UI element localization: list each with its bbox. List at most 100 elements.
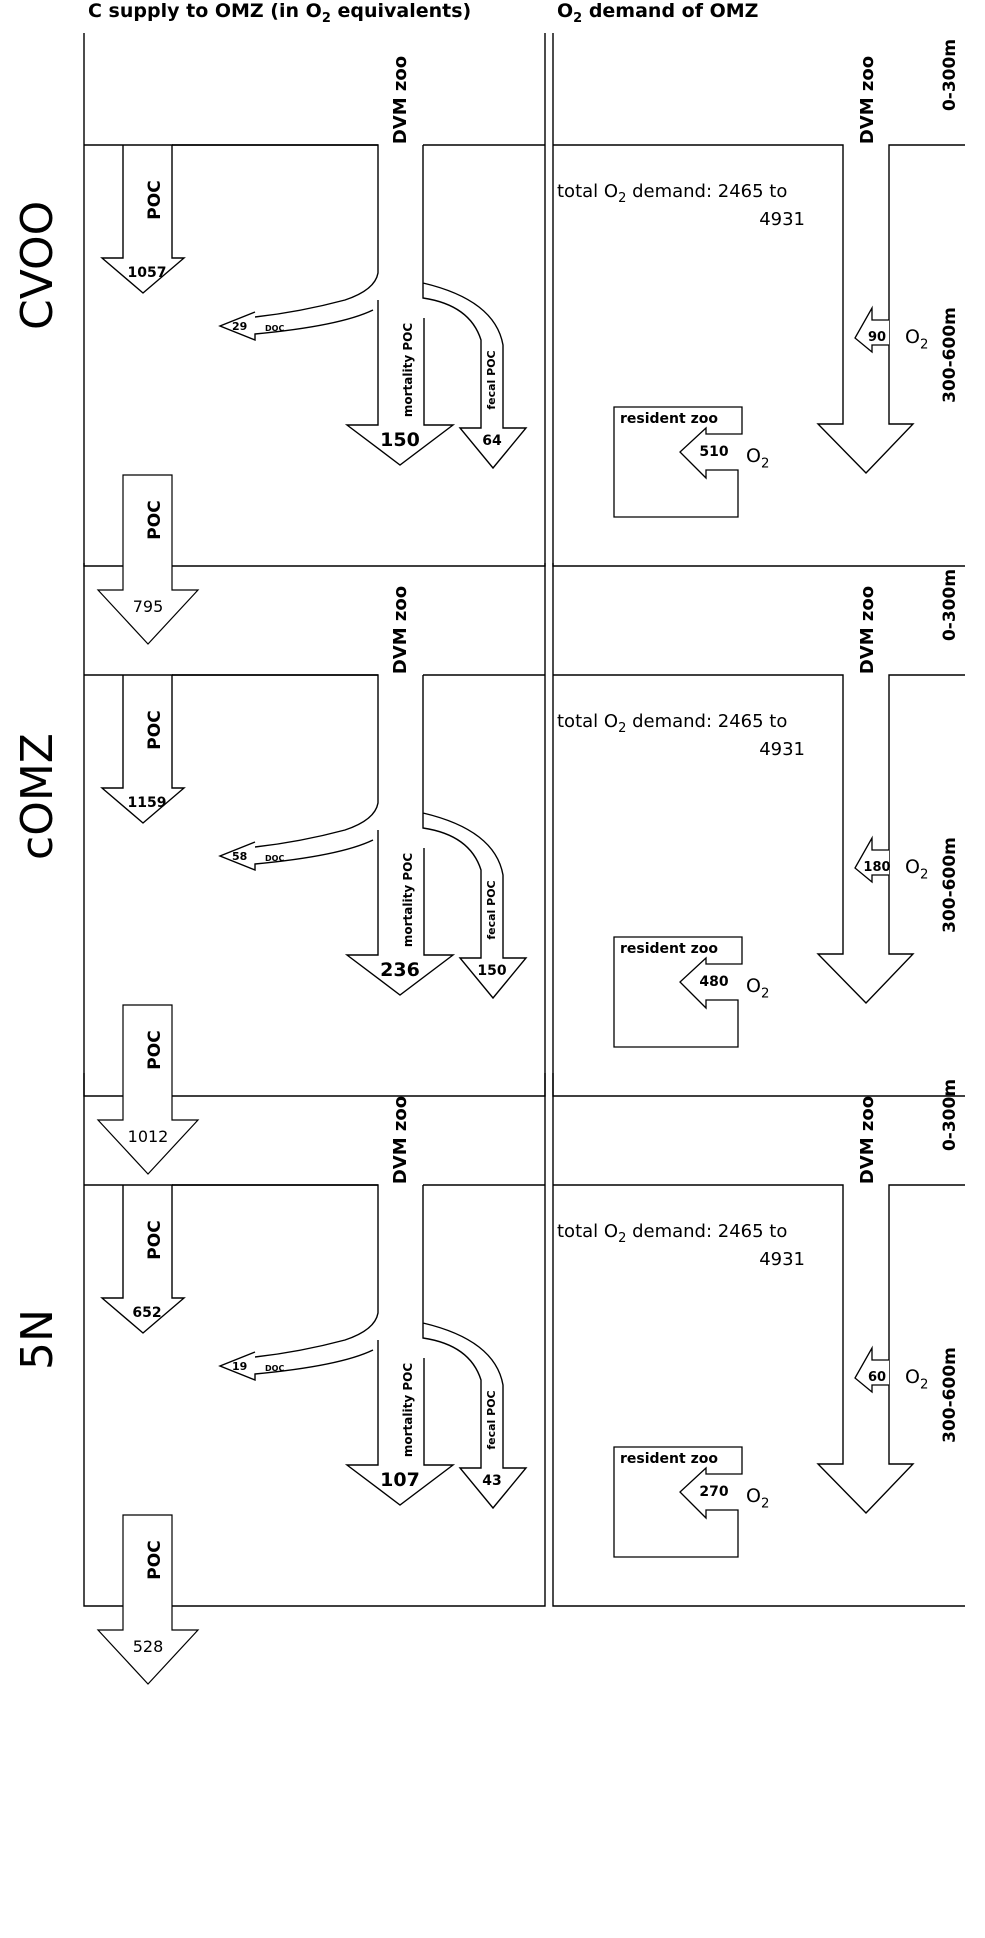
- site-label: CVOO: [12, 200, 63, 330]
- doc-label: DOC: [265, 324, 284, 333]
- mortality-poc-arrow: [344, 1340, 456, 1506]
- depth-lower-label: 300-600m: [940, 307, 960, 403]
- poc-input-label: POC: [145, 180, 165, 219]
- poc-input-arrow: [84, 1184, 186, 1334]
- dvm-zoo-label-right: DVM zoo: [857, 56, 878, 144]
- depth-lower-label: 300-600m: [940, 837, 960, 933]
- poc-output-label: POC: [145, 1540, 165, 1579]
- poc-output-value: 1012: [128, 1127, 169, 1146]
- dvm-fill-top: [172, 1185, 378, 1378]
- poc-output-label: POC: [145, 500, 165, 539]
- header-c-supply: C supply to OMZ (in O2 equivalents): [88, 0, 472, 26]
- poc-output-arrow: [96, 474, 200, 645]
- dvm-o2-symbol-letter: O: [905, 1366, 920, 1388]
- dvm-o2-pointer: [854, 1345, 889, 1394]
- doc-label: DOC: [265, 854, 284, 863]
- dvm-fill-top: [172, 675, 378, 868]
- dvm-o2-symbol-sub: 2: [920, 1378, 928, 1393]
- fecal-poc-value: 43: [482, 1473, 501, 1489]
- poc-output-value: 528: [133, 1637, 164, 1656]
- total-demand-line1: total O2 demand: 2465 to: [557, 1221, 787, 1246]
- resident-o2-value: 480: [699, 974, 728, 990]
- dvm-o2-value: 180: [863, 860, 890, 875]
- dvm-zoo-label-left: DVM zoo: [390, 1096, 411, 1184]
- total-demand-line1: total O2 demand: 2465 to: [557, 181, 787, 206]
- site-label: 5N: [12, 1309, 63, 1370]
- doc-arrow-fill: [220, 290, 388, 342]
- dvm-o2-descent-arrow: [553, 674, 965, 1005]
- mortality-poc-label: mortality POC: [401, 853, 415, 947]
- doc-value: 58: [232, 850, 247, 863]
- resident-o2-value: 510: [699, 444, 728, 460]
- dvm-o2-symbol-sub: 2: [920, 338, 928, 353]
- dvm-zoo-label-left: DVM zoo: [390, 56, 411, 144]
- poc-output-arrow: [96, 1514, 200, 1685]
- resident-o2-symbol: O2: [746, 445, 769, 472]
- fecal-poc-label: fecal POC: [485, 350, 498, 409]
- resident-o2-symbol-sub: 2: [761, 987, 769, 1002]
- dvm-fill-top: [172, 145, 378, 338]
- resident-o2-symbol: O2: [746, 1485, 769, 1512]
- dvm-o2-symbol-letter: O: [905, 326, 920, 348]
- doc-value: 29: [232, 320, 247, 333]
- doc-arrow: [218, 309, 374, 342]
- resident-o2-symbol-letter: O: [746, 975, 761, 997]
- mortality-poc-label: mortality POC: [401, 1363, 415, 1457]
- mortality-poc-value: 107: [380, 1469, 420, 1491]
- dvm-zoo-label-right: DVM zoo: [857, 586, 878, 674]
- fecal-poc-label: fecal POC: [485, 1390, 498, 1449]
- total-demand-prefix: total O: [557, 181, 618, 202]
- mortality-poc-label: mortality POC: [401, 323, 415, 417]
- c-supply-box: [83, 563, 546, 1097]
- resident-zoo-label: resident zoo: [620, 941, 718, 957]
- fecal-fill: [420, 675, 522, 995]
- resident-o2-symbol-sub: 2: [761, 1497, 769, 1512]
- depth-upper-label: 0-300m: [940, 39, 960, 111]
- resident-o2-symbol-letter: O: [746, 1485, 761, 1507]
- dvm-o2-descent-arrow: [553, 144, 965, 475]
- resident-o2-symbol: O2: [746, 975, 769, 1002]
- dvm-o2-symbol-letter: O: [905, 856, 920, 878]
- dvm-left-outline: [172, 1184, 379, 1358]
- resident-zoo-box: [613, 1446, 743, 1558]
- poc-input-arrow: [84, 144, 186, 294]
- doc-arrow-fill: [220, 1330, 388, 1382]
- dvm-left-outline: [172, 144, 379, 318]
- total-demand-line2: 4931: [759, 1249, 805, 1270]
- dvm-o2-pointer: [854, 835, 889, 884]
- dvm-o2-symbol: O2: [905, 1366, 928, 1393]
- fecal-poc-arrow: [422, 145, 528, 470]
- c-supply-box: [83, 33, 546, 567]
- o2-demand-box: [552, 1073, 965, 1607]
- total-demand-sub: 2: [618, 721, 626, 736]
- total-demand-suffix: demand: 2465 to: [626, 1221, 787, 1242]
- depth-lower-label: 300-600m: [940, 1347, 960, 1443]
- poc-input-value: 652: [132, 1305, 161, 1321]
- poc-input-value: 1159: [128, 795, 167, 811]
- mortality-poc-arrow: [344, 830, 456, 996]
- mortality-poc-value: 236: [380, 959, 420, 981]
- depth-upper-label: 0-300m: [940, 1079, 960, 1151]
- total-demand-sub: 2: [618, 1231, 626, 1246]
- dvm-o2-symbol-sub: 2: [920, 868, 928, 883]
- resident-zoo-label: resident zoo: [620, 411, 718, 427]
- poc-output-label: POC: [145, 1030, 165, 1069]
- resident-o2-symbol-sub: 2: [761, 457, 769, 472]
- total-demand-prefix: total O: [557, 1221, 618, 1242]
- fecal-fill: [420, 1185, 522, 1505]
- c-supply-box: [83, 1073, 546, 1607]
- dvm-o2-value: 60: [868, 1370, 886, 1385]
- poc-input-arrow: [84, 674, 186, 824]
- dvm-o2-symbol: O2: [905, 326, 928, 353]
- mortality-poc-arrow: [344, 300, 456, 466]
- resident-o2-value: 270: [699, 1484, 728, 1500]
- fecal-poc-label: fecal POC: [485, 880, 498, 939]
- total-demand-sub: 2: [618, 191, 626, 206]
- doc-arrow: [218, 839, 374, 872]
- poc-output-arrow: [96, 1004, 200, 1175]
- total-demand-line1: total O2 demand: 2465 to: [557, 711, 787, 736]
- total-demand-prefix: total O: [557, 711, 618, 732]
